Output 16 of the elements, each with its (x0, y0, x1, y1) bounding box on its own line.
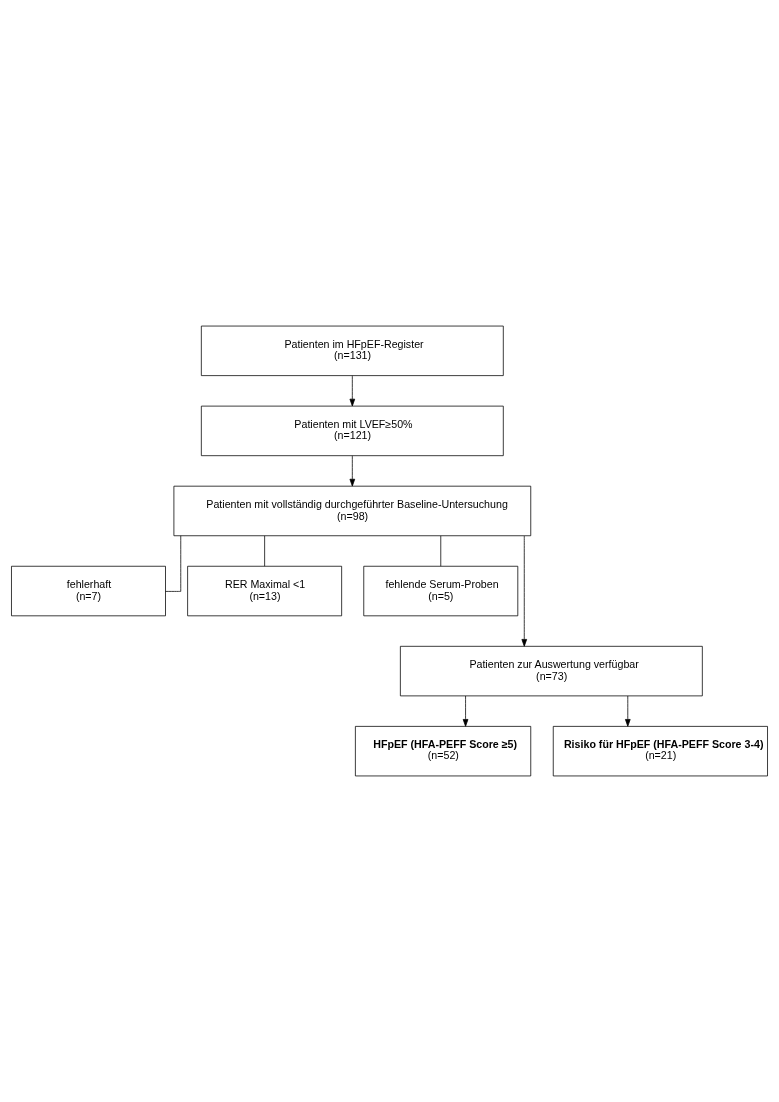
node-box: RER Maximal <1 (n=13) (187, 565, 343, 617)
node-box: fehlerhaft (n=7) (11, 565, 166, 617)
arrow (349, 375, 356, 407)
node-box: Patienten mit vollständig durchgeführter Baseline-Untersuchung (n=98) (173, 485, 532, 537)
node-box: Risiko für HFpEF (HFA-PEFF Score 3-4) (n=21) (552, 726, 768, 777)
node-box: HFpEF (HFA-PEFF Score ≥5) (n=52) (355, 726, 532, 777)
node-box: fehlende Serum-Proben (n=5) (363, 565, 519, 617)
connector (264, 535, 265, 567)
connector (165, 535, 182, 592)
arrow (625, 695, 631, 727)
node-box: Patienten zur Auswertung verfügbar (n=73) (400, 645, 703, 697)
arrow (349, 455, 356, 487)
arrow (521, 535, 528, 647)
node-box: Patienten im HFpEF-Register (n=131) (200, 325, 504, 376)
arrow (462, 695, 469, 727)
node-box: Patienten mit LVEF≥50% (n=121) (200, 405, 504, 457)
